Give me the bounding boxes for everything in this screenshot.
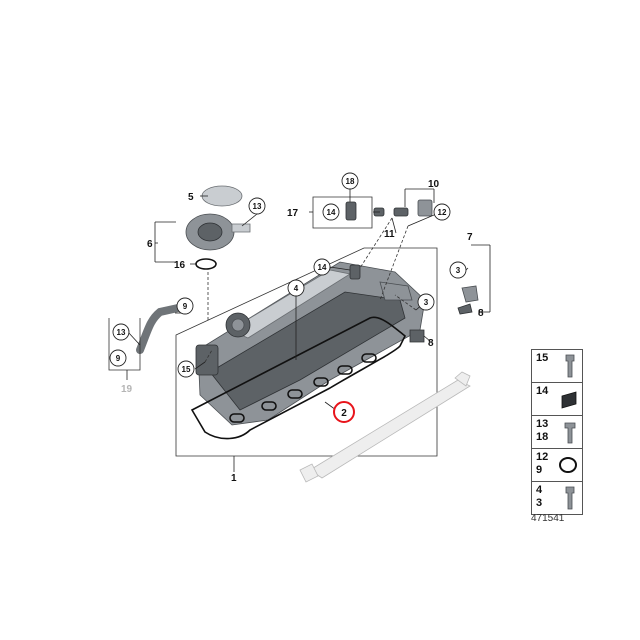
callout-4: 4 — [287, 279, 305, 297]
bolt-icon — [565, 486, 575, 510]
callout-3-bracket: 3 — [449, 261, 467, 279]
callout-2-highlighted: 2 — [333, 401, 355, 423]
svg-text:13: 13 — [253, 202, 262, 211]
svg-text:18: 18 — [346, 177, 355, 186]
callout-13-hose: 13 — [112, 323, 130, 341]
rubber-grommet-icon — [561, 391, 577, 409]
svg-text:13: 13 — [117, 328, 126, 337]
legend-number-top: 15 — [536, 352, 549, 364]
fuel-rail — [299, 371, 471, 483]
svg-text:14: 14 — [318, 263, 327, 272]
callout-19: 19 — [121, 384, 133, 395]
callout-9-upper: 9 — [176, 297, 194, 315]
callout-10: 10 — [428, 179, 440, 190]
callout-13-cap: 13 — [248, 197, 266, 215]
legend-row: 4 3 — [532, 482, 582, 514]
svg-text:9: 9 — [183, 302, 188, 311]
callout-12: 12 — [433, 203, 451, 221]
callout-9-lower: 9 — [109, 349, 127, 367]
svg-text:4: 4 — [294, 284, 299, 293]
diagram-number: 471541 — [531, 513, 565, 524]
callout-5: 5 — [188, 192, 194, 203]
callout-14-sensor: 14 — [322, 203, 340, 221]
legend-number-bottom: 9 — [536, 464, 543, 476]
svg-text:15: 15 — [182, 365, 191, 374]
vent-hose — [136, 304, 182, 354]
callout-18: 18 — [341, 172, 359, 190]
svg-text:3: 3 — [424, 298, 429, 307]
callout-6: 6 — [147, 239, 153, 250]
bolt-icon — [564, 422, 576, 444]
legend-number-bottom: 18 — [536, 431, 549, 443]
callout-15: 15 — [177, 360, 195, 378]
svg-text:14: 14 — [327, 208, 336, 217]
legend-row: 13 18 — [532, 416, 582, 449]
spark-plug-seals — [229, 353, 377, 423]
hardware-legend: 15 14 13 18 12 9 4 — [531, 349, 583, 515]
legend-row: 14 — [532, 383, 582, 416]
svg-text:9: 9 — [116, 354, 121, 363]
bracket — [409, 285, 479, 343]
callout-17: 17 — [287, 208, 299, 219]
callout-14-cover: 14 — [313, 258, 331, 276]
callout-1: 1 — [231, 473, 237, 484]
legend-number-top: 12 — [536, 451, 549, 463]
callout-11: 11 — [384, 229, 395, 240]
bolt-icon — [565, 354, 575, 378]
o-ring-icon — [559, 457, 577, 473]
sensor-group — [345, 199, 433, 280]
legend-number-top: 4 — [536, 484, 543, 496]
svg-text:12: 12 — [438, 208, 447, 217]
legend-number-top: 13 — [536, 418, 549, 430]
gasket — [190, 316, 407, 440]
callout-16: 16 — [174, 260, 186, 271]
callout-8-upper: 8 — [478, 308, 484, 319]
sensor-box — [312, 196, 373, 229]
legend-number-top: 14 — [536, 385, 549, 397]
assembly-box — [175, 247, 438, 457]
callout-7: 7 — [467, 232, 473, 243]
legend-number-bottom: 3 — [536, 497, 543, 509]
svg-text:2: 2 — [341, 408, 347, 419]
cylinder-head-cover — [195, 261, 426, 426]
hose-box — [108, 318, 141, 371]
callout-3-cover: 3 — [417, 293, 435, 311]
oil-filler-cap — [185, 185, 251, 270]
legend-row: 12 9 — [532, 449, 582, 482]
svg-text:3: 3 — [456, 266, 461, 275]
callout-8-lower: 8 — [428, 338, 434, 349]
legend-row: 15 — [532, 350, 582, 383]
